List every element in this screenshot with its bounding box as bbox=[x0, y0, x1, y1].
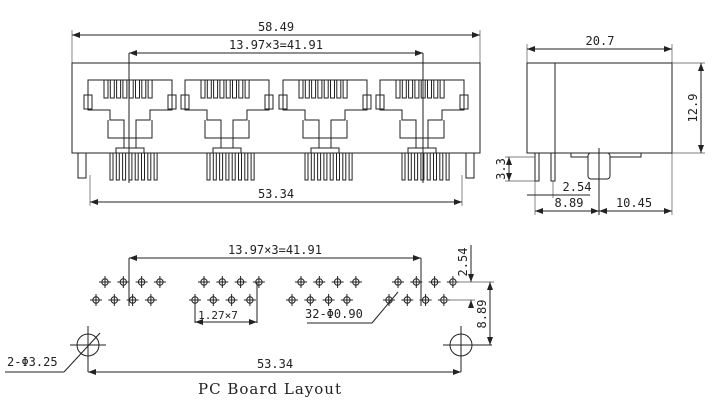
overall-width-label: 58.49 bbox=[258, 20, 294, 34]
pin bbox=[329, 152, 334, 181]
pin bbox=[348, 152, 353, 181]
depth-label: 20.7 bbox=[586, 34, 615, 48]
pin bbox=[115, 152, 120, 181]
pin-hole bbox=[225, 294, 238, 306]
pin-pitch-label: 1.27×7 bbox=[198, 309, 238, 322]
pin-holes-label: 32-Φ0.90 bbox=[305, 307, 363, 321]
rj45-port bbox=[278, 79, 372, 154]
pcb-layout: 13.97×3=41.91 1.27×7 32-Φ0.90 2-Φ3.25 53… bbox=[5, 243, 494, 398]
pin-hole bbox=[126, 294, 139, 306]
pin-hole bbox=[234, 276, 247, 288]
row-offset-label: 2.54 bbox=[456, 248, 470, 277]
pin-hole bbox=[383, 294, 395, 306]
post-to-front-label: 10.45 bbox=[616, 196, 652, 210]
pin bbox=[342, 152, 347, 181]
pin bbox=[141, 152, 145, 181]
pin bbox=[238, 152, 242, 181]
pin bbox=[225, 152, 230, 181]
pin-hole bbox=[410, 276, 423, 288]
pin-hole bbox=[340, 294, 353, 306]
pin-hole bbox=[419, 294, 432, 306]
pin bbox=[212, 152, 217, 181]
rj45-port bbox=[180, 79, 274, 154]
pin bbox=[401, 152, 406, 181]
pin-hole bbox=[243, 294, 256, 306]
height-label: 12.9 bbox=[686, 94, 700, 123]
pin bbox=[109, 152, 114, 181]
pin-hole bbox=[90, 294, 102, 306]
mount-holes-label: 2-Φ3.25 bbox=[7, 355, 58, 369]
pin bbox=[433, 152, 437, 181]
pin-hole bbox=[286, 294, 298, 306]
pcb-port-pitch-label: 13.97×3=41.91 bbox=[228, 243, 322, 257]
pin-hole bbox=[153, 276, 166, 288]
pin-hole bbox=[99, 276, 111, 288]
pin bbox=[317, 152, 322, 181]
mount-span-label: 53.34 bbox=[258, 187, 294, 201]
pin-length-label: 3.3 bbox=[494, 158, 508, 180]
pin bbox=[304, 152, 309, 181]
pin bbox=[414, 152, 419, 181]
pin bbox=[244, 152, 249, 181]
pin bbox=[445, 152, 450, 181]
pin bbox=[407, 152, 412, 181]
pin-hole bbox=[117, 276, 130, 288]
pin bbox=[231, 152, 236, 181]
pin-hole bbox=[401, 294, 414, 306]
pin-hole bbox=[144, 294, 157, 306]
pin-hole bbox=[331, 276, 344, 288]
pin-hole bbox=[313, 276, 326, 288]
pin-hole bbox=[252, 276, 265, 288]
pin bbox=[206, 152, 211, 181]
pin-hole bbox=[207, 294, 220, 306]
pin-hole bbox=[322, 294, 335, 306]
housing bbox=[71, 62, 481, 154]
pin-row-pitch-label: 2.54 bbox=[563, 180, 592, 194]
pin-hole bbox=[349, 276, 362, 288]
pin bbox=[250, 152, 255, 181]
pin bbox=[439, 152, 444, 181]
pin bbox=[134, 152, 139, 181]
pin bbox=[128, 152, 133, 181]
pcb-layout-title: PC Board Layout bbox=[198, 380, 342, 398]
pcb-mount-span-label: 53.34 bbox=[257, 357, 293, 371]
pin-hole bbox=[304, 294, 317, 306]
pin bbox=[420, 152, 425, 181]
pin bbox=[336, 152, 340, 181]
pin bbox=[310, 152, 315, 181]
pin bbox=[323, 152, 328, 181]
row-to-mount-label: 8.89 bbox=[475, 300, 489, 329]
pin-hole bbox=[135, 276, 148, 288]
pin-to-post-label: 8.89 bbox=[555, 196, 584, 210]
pin bbox=[219, 152, 224, 181]
pin-hole bbox=[392, 276, 404, 288]
pin bbox=[147, 152, 152, 181]
rj45-port bbox=[375, 79, 469, 154]
pin bbox=[153, 152, 158, 181]
pin bbox=[122, 152, 127, 181]
pin-hole bbox=[295, 276, 307, 288]
pin-hole bbox=[428, 276, 441, 288]
pin bbox=[426, 152, 431, 181]
rj45-port bbox=[83, 79, 177, 154]
pin-hole bbox=[198, 276, 210, 288]
side-view: 20.7 12.9 3.3 2.54 8.89 10.45 bbox=[494, 34, 705, 215]
front-view: 58.49 13.97×3=41.91 53.34 bbox=[71, 20, 481, 206]
port-pitch-label: 13.97×3=41.91 bbox=[229, 38, 323, 52]
pin-hole bbox=[108, 294, 121, 306]
pin-hole bbox=[216, 276, 229, 288]
